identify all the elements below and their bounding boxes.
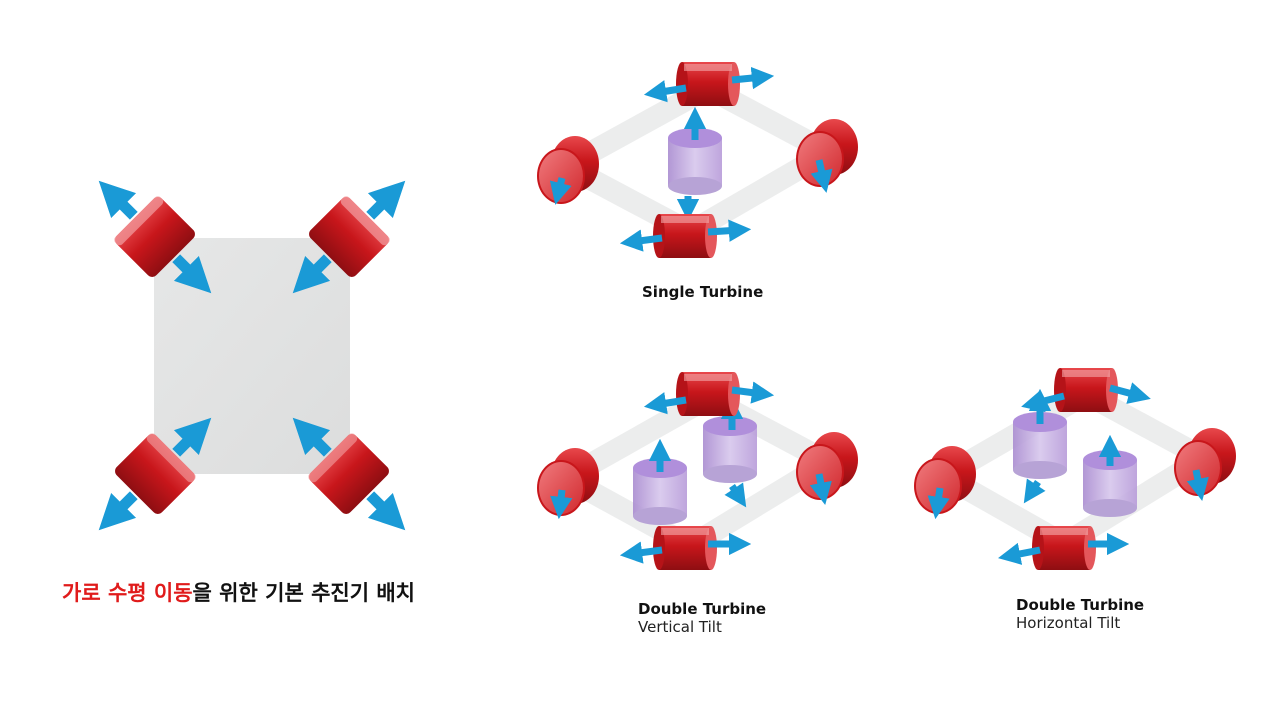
- thrust-arrow-right: [731, 66, 775, 90]
- caption-double-horizontal: Double Turbine Horizontal Tilt: [1016, 596, 1144, 632]
- thrust-arrow-left: [643, 392, 687, 415]
- frame: [933, 383, 1215, 555]
- thruster-top: [676, 62, 740, 106]
- caption-highlight: 가로 수평 이동: [62, 581, 193, 605]
- turbine-left: [1013, 412, 1067, 479]
- thrust-arrow-down: [809, 473, 832, 505]
- config-title: Single Turbine: [642, 283, 764, 301]
- caption-rest: 을 위한 기본 추진기 배치: [192, 581, 415, 605]
- thruster-top: [676, 372, 740, 416]
- thrust-arrow-left: [643, 80, 687, 103]
- config-double-vertical-tilt: [537, 372, 858, 570]
- thrust-arrow-left: [619, 229, 663, 252]
- thrust-arrow-down: [810, 159, 833, 193]
- thruster-left: [537, 448, 599, 516]
- thruster-top-left: [98, 180, 212, 294]
- config-single-turbine: [537, 62, 858, 258]
- caption-single-turbine: Single Turbine: [642, 283, 763, 301]
- thruster-bottom: [1032, 526, 1096, 570]
- config-subtitle: Horizontal Tilt: [1016, 614, 1121, 632]
- thrust-arrow-left: [619, 541, 663, 564]
- turbine-down-arrow: [724, 482, 747, 508]
- thrust-arrow-right: [1109, 382, 1151, 404]
- thruster-bottom-right: [292, 417, 406, 531]
- turbine-right: [1083, 450, 1137, 517]
- thrust-arrow-down: [550, 489, 573, 520]
- thrust-arrow-right: [731, 381, 775, 404]
- thruster-left: [914, 446, 976, 514]
- caption-double-vertical: Double Turbine Vertical Tilt: [638, 600, 766, 636]
- thruster-top: [1054, 368, 1118, 412]
- basic-layout-caption: 가로 수평 이동을 위한 기본 추진기 배치: [62, 577, 415, 607]
- thruster-bottom: [653, 214, 717, 258]
- turbine-rear: [703, 416, 757, 483]
- thrust-arrow-down: [549, 177, 572, 205]
- config-subtitle: Vertical Tilt: [638, 618, 722, 636]
- config-double-horizontal-tilt: [914, 368, 1236, 570]
- thrust-arrow-left: [998, 542, 1041, 565]
- thruster-right: [1174, 428, 1236, 496]
- thruster-bottom-left: [98, 417, 212, 531]
- frame: [555, 387, 839, 557]
- config-title: Double Turbine: [638, 600, 767, 618]
- center-turbine: [668, 128, 722, 195]
- thruster-bottom: [653, 526, 717, 570]
- thrust-arrow-down: [1186, 469, 1209, 501]
- config-title: Double Turbine: [1016, 596, 1145, 614]
- thrust-arrow-down: [927, 487, 950, 520]
- thrust-arrow-left: [1021, 390, 1065, 413]
- thruster-left: [537, 136, 599, 204]
- thruster-top-right: [292, 180, 406, 294]
- thrust-arrow-right: [707, 219, 752, 242]
- turbine-down-arrow: [1023, 478, 1046, 504]
